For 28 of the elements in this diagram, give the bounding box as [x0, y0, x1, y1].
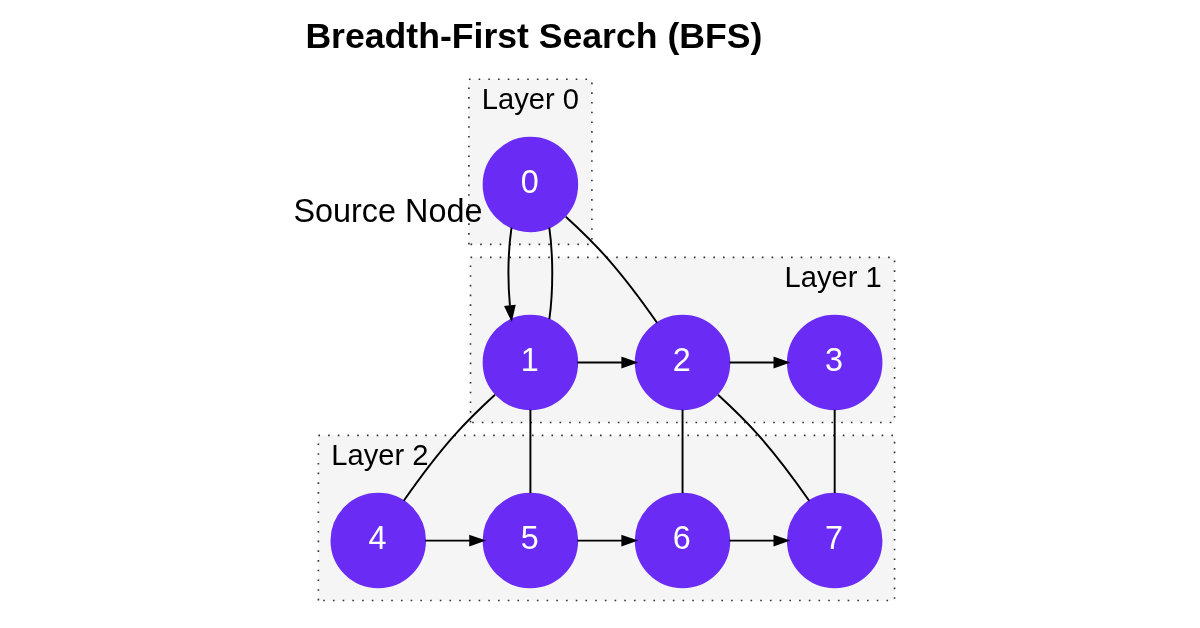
arrow [424, 534, 487, 547]
arrow [576, 356, 639, 369]
connector [681, 408, 684, 495]
diagram-title: Breadth-First Search (BFS) [305, 15, 763, 56]
node-circle: 6 [634, 492, 731, 589]
node-circle: 4 [330, 492, 426, 589]
connector [548, 226, 554, 321]
arrow [504, 226, 516, 323]
node-circle: 0 [482, 136, 579, 233]
node-circle: 2 [634, 314, 731, 411]
arrow [576, 534, 639, 547]
cluster [469, 256, 896, 424]
node-label: Layer 2 [331, 439, 429, 472]
connector [564, 215, 658, 324]
node-label: Layer 1 [784, 261, 882, 294]
node-circle: 5 [482, 492, 579, 589]
node-circle: 3 [786, 314, 883, 411]
node-circle: 1 [482, 314, 579, 411]
connector [833, 408, 836, 495]
node-circle: 7 [786, 492, 883, 589]
connector [402, 393, 496, 502]
arrow [728, 356, 791, 369]
cluster [317, 434, 896, 602]
connector [529, 408, 532, 495]
connector [716, 393, 811, 502]
node-label: Layer 0 [481, 83, 579, 116]
node-label: Source Node [293, 192, 483, 229]
arrow [728, 534, 791, 547]
